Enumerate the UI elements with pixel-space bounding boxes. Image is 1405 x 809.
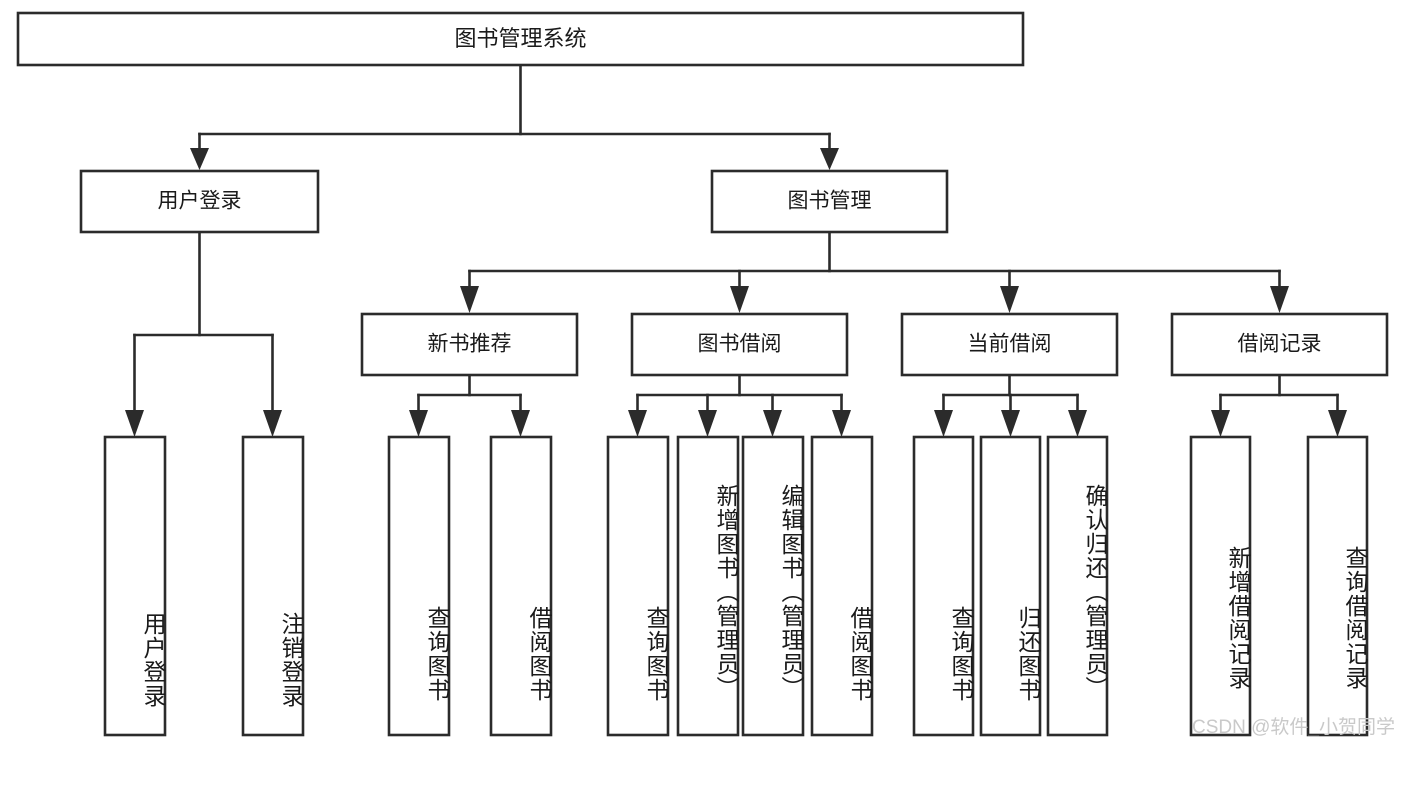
leaf-boxes: [103, 435, 1369, 737]
node-new-book-recommend-label: 新书推荐: [428, 333, 512, 356]
node-book-management[interactable]: 图书管理: [710, 169, 949, 234]
node-current-borrow[interactable]: 当前借阅: [900, 312, 1119, 377]
diagram-canvas: 图书管理系统 用户登录 图书管理 新书推荐 图书借阅 当前借阅 借阅记录: [16, 11, 1395, 738]
arrow-head-leaf-add-borrow-record: [1211, 410, 1230, 437]
arrow-head-book-borrow: [730, 286, 749, 313]
arrow-head-leaf-query-book-3: [934, 410, 953, 437]
arrow-head-book-management: [820, 148, 839, 170]
node-user-login-box[interactable]: [79, 169, 320, 234]
arrow-head-user-login: [190, 148, 209, 170]
watermark-text: CSDN @软件_小贺同学: [1192, 717, 1395, 738]
arrow-head-current-borrow: [1000, 286, 1019, 313]
leaf-box-logout-login[interactable]: [241, 435, 305, 737]
leaf-box-user-login[interactable]: [103, 435, 167, 737]
leaf-box-confirm-return[interactable]: [1046, 435, 1109, 737]
connectors-user-login-to-leaves: [125, 230, 282, 437]
node-user-login-label: 用户登录: [158, 190, 242, 213]
node-book-management-label: 图书管理: [788, 190, 872, 213]
node-borrow-record-label: 借阅记录: [1238, 333, 1322, 356]
node-book-borrow-box[interactable]: [630, 312, 849, 377]
node-new-book-recommend[interactable]: 新书推荐: [360, 312, 579, 377]
leaf-box-add-book[interactable]: [676, 435, 740, 737]
leaf-box-add-borrow-record[interactable]: [1189, 435, 1252, 737]
leaf-box-return-book[interactable]: [979, 435, 1042, 737]
node-root-box[interactable]: [16, 11, 1025, 67]
arrow-head-leaf-borrow-book-1: [511, 410, 530, 437]
node-user-login[interactable]: 用户登录: [79, 169, 320, 234]
leaf-box-query-book-2[interactable]: [606, 435, 670, 737]
node-borrow-record[interactable]: 借阅记录: [1170, 312, 1389, 377]
arrow-head-leaf-query-book-2: [628, 410, 647, 437]
connectors-new-book-recommend-to-leaves: [409, 373, 530, 437]
node-new-book-recommend-box[interactable]: [360, 312, 579, 377]
arrow-head-leaf-add-book: [698, 410, 717, 437]
leaf-box-borrow-book-1[interactable]: [489, 435, 553, 737]
hierarchy-diagram: 图书管理系统 用户登录 图书管理 新书推荐 图书借阅 当前借阅 借阅记录: [16, 11, 1389, 737]
node-book-management-box[interactable]: [710, 169, 949, 234]
node-current-borrow-box[interactable]: [900, 312, 1119, 377]
connectors-book-management-to-level3: [460, 230, 1289, 313]
arrow-head-leaf-logout-login: [263, 410, 282, 437]
arrow-head-leaf-return-book: [1001, 410, 1020, 437]
arrow-head-leaf-confirm-return: [1068, 410, 1087, 437]
leaf-box-edit-book[interactable]: [741, 435, 805, 737]
leaf-box-borrow-book-2[interactable]: [810, 435, 874, 737]
arrow-head-borrow-record: [1270, 286, 1289, 313]
arrow-head-leaf-edit-book: [763, 410, 782, 437]
connectors-current-borrow-to-leaves: [934, 373, 1087, 437]
arrow-head-leaf-user-login: [125, 410, 144, 437]
connectors-root-to-level2: [190, 64, 839, 170]
node-current-borrow-label: 当前借阅: [968, 333, 1052, 356]
connectors-book-borrow-to-leaves: [628, 373, 851, 437]
leaf-box-query-borrow-record[interactable]: [1306, 435, 1369, 737]
arrow-head-leaf-query-borrow-record: [1328, 410, 1347, 437]
leaf-box-query-book-1[interactable]: [387, 435, 451, 737]
node-borrow-record-box[interactable]: [1170, 312, 1389, 377]
leaf-box-query-book-3[interactable]: [912, 435, 975, 737]
node-book-borrow[interactable]: 图书借阅: [630, 312, 849, 377]
arrow-head-leaf-borrow-book-2: [832, 410, 851, 437]
arrow-head-leaf-query-book-1: [409, 410, 428, 437]
connectors-borrow-record-to-leaves: [1211, 373, 1347, 437]
arrow-head-new-book-recommend: [460, 286, 479, 313]
node-book-borrow-label: 图书借阅: [698, 333, 782, 356]
node-root-label: 图书管理系统: [454, 26, 586, 51]
node-root[interactable]: 图书管理系统: [16, 11, 1025, 67]
